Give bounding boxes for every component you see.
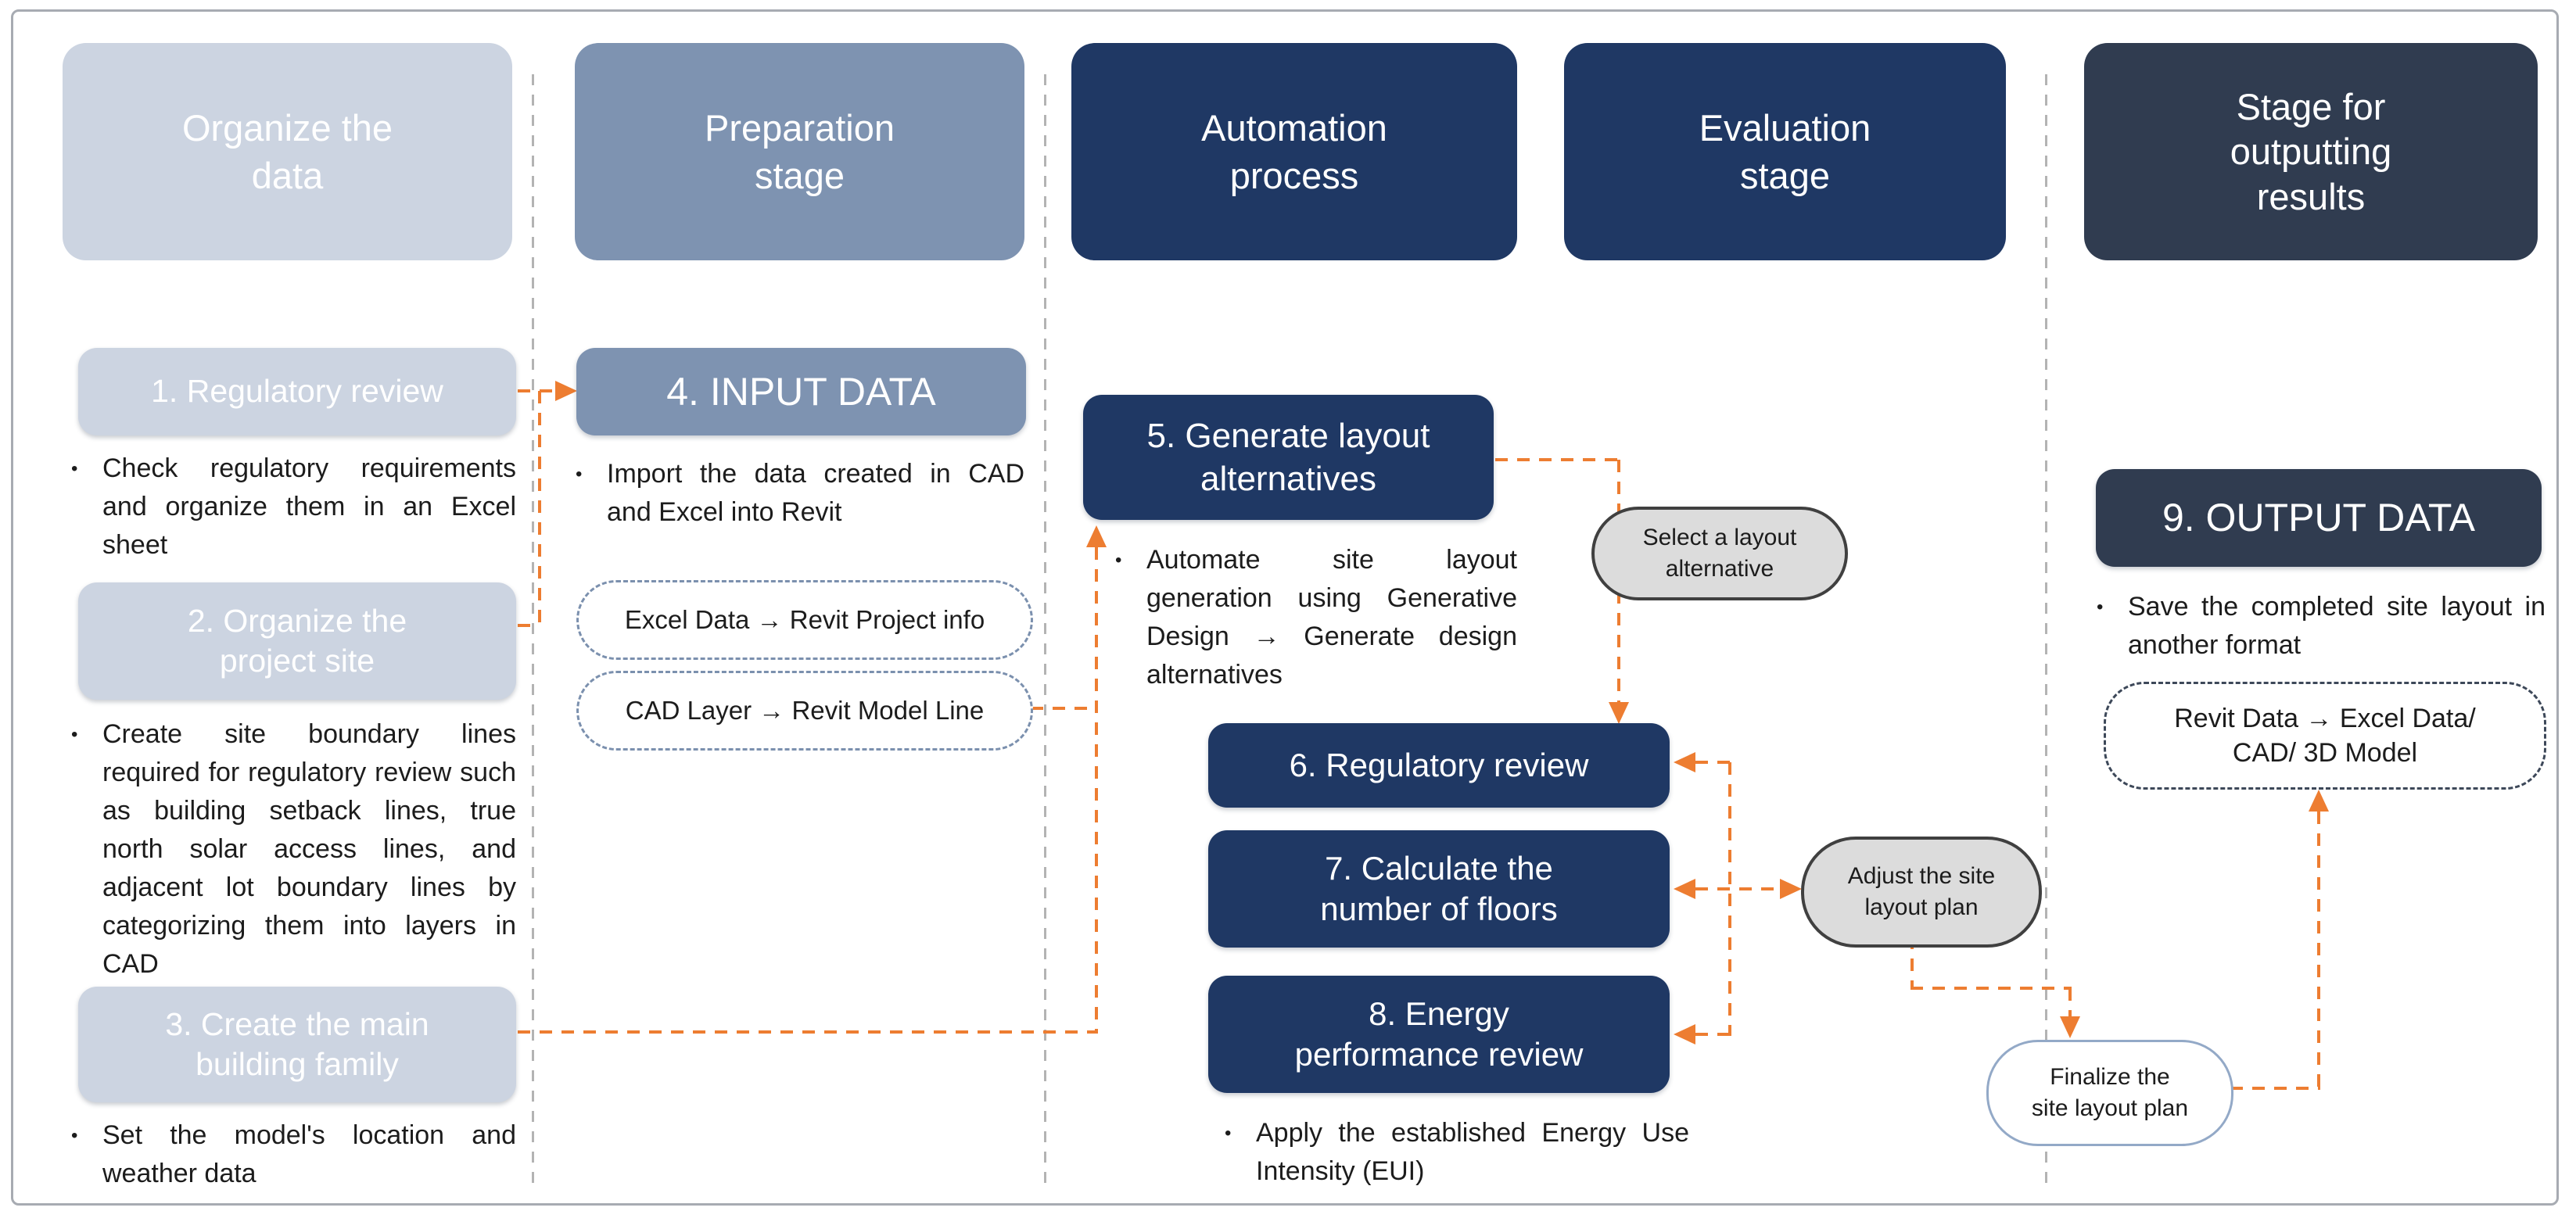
bullet-text: Import the data created in CAD and Excel… <box>607 459 1024 527</box>
connector-step8-feedback <box>1695 1033 1731 1036</box>
column-header-preparation: Preparation stage <box>575 43 1024 260</box>
bullet-text: Save the completed site layout in anothe… <box>2128 592 2546 660</box>
mapping-pill-cad-to-revit: CAD Layer → Revit Model Line <box>576 671 1033 751</box>
connector-adjust-horizontal <box>1910 987 2072 990</box>
connector-step3-vertical <box>1095 547 1098 1034</box>
connector-finalize-horizontal <box>2230 1087 2320 1090</box>
bullet-icon: • <box>2097 597 2104 618</box>
column-header-organize-data: Organize the data <box>63 43 512 260</box>
arrowhead-right-step4-icon <box>555 381 577 401</box>
mapping-pill-revit-export: Revit Data → Excel Data/ CAD/ 3D Model <box>2104 682 2546 790</box>
column-separator-2 <box>1044 74 1046 1192</box>
step-box-7-calculate-floors: 7. Calculate the number of floors <box>1208 830 1670 948</box>
arrowhead-down-step6-icon <box>1609 702 1629 724</box>
arrowhead-up-output-icon <box>2309 790 2329 812</box>
bullet-icon: • <box>71 458 78 479</box>
bullet-icon: • <box>1115 550 1122 571</box>
column-header-output-stage: Stage for outputting results <box>2084 43 2538 260</box>
diagram-border <box>11 9 2559 1206</box>
connector-output-vertical <box>2317 812 2320 1090</box>
column-separator-3 <box>2045 74 2047 1192</box>
bullet-text: Automate site layout generation using Ge… <box>1146 545 1517 690</box>
step-2-description: • Create site boundary lines required fo… <box>66 715 516 984</box>
step-box-5-generate-layouts: 5. Generate layout alternatives <box>1083 395 1494 520</box>
bullet-icon: • <box>1225 1123 1232 1144</box>
step-box-3-building-family: 3. Create the main building family <box>78 987 516 1102</box>
bullet-text: Set the model's location and weather dat… <box>102 1120 516 1188</box>
step-8-description: • Apply the established Energy Use Inten… <box>1220 1114 1689 1191</box>
connector-finalize-down <box>2068 988 2072 1018</box>
step-box-4-input-data: 4. INPUT DATA <box>576 348 1026 435</box>
bullet-text: Apply the established Energy Use Intensi… <box>1256 1118 1689 1186</box>
bullet-icon: • <box>71 1125 78 1146</box>
step-4-description: • Import the data created in CAD and Exc… <box>571 455 1024 532</box>
connector-step7-feedback <box>1695 887 1783 890</box>
step-3-description: • Set the model's location and weather d… <box>66 1116 516 1193</box>
decision-pill-finalize-plan: Finalize the site layout plan <box>1986 1040 2233 1146</box>
bullet-icon: • <box>576 464 583 485</box>
connector-step2-tick <box>518 624 540 627</box>
connector-step2-trunk <box>538 391 541 627</box>
step-5-description: • Automate site layout generation using … <box>1110 541 1517 694</box>
arrowhead-down-finalize-icon <box>2060 1016 2080 1038</box>
arrowhead-left-step8-icon <box>1674 1024 1695 1044</box>
column-header-evaluation: Evaluation stage <box>1564 43 2006 260</box>
arrowhead-up-step5-icon <box>1086 525 1107 547</box>
decision-pill-select-layout: Select a layout alternative <box>1591 507 1848 600</box>
connector-evaluation-trunk <box>1728 762 1731 1036</box>
bullet-icon: • <box>71 724 78 745</box>
bullet-text: Create site boundary lines required for … <box>102 719 516 979</box>
step-box-1-regulatory-review: 1. Regulatory review <box>78 348 516 435</box>
decision-pill-adjust-plan: Adjust the site layout plan <box>1801 837 2042 948</box>
arrowhead-right-adjust-icon <box>1780 879 1802 899</box>
step-box-6-regulatory-review: 6. Regulatory review <box>1208 723 1670 808</box>
connector-adjust-down <box>1910 937 1914 990</box>
step-box-2-organize-site: 2. Organize the project site <box>78 582 516 700</box>
connector-step3-horizontal <box>518 1030 1096 1034</box>
step-9-description: • Save the completed site layout in anot… <box>2092 588 2546 665</box>
connector-cad-pill-horizontal <box>1031 707 1098 710</box>
column-separator-1 <box>532 74 534 1192</box>
column-header-automation: Automation process <box>1071 43 1517 260</box>
bullet-text: Check regulatory requirements and organi… <box>102 453 516 560</box>
connector-step5-horizontal <box>1495 458 1620 461</box>
mapping-pill-excel-to-revit: Excel Data → Revit Project info <box>576 580 1033 660</box>
step-box-9-output-data: 9. OUTPUT DATA <box>2096 469 2542 567</box>
connector-step6-feedback <box>1695 761 1731 764</box>
arrowhead-left-step6-icon <box>1674 752 1695 772</box>
arrowhead-left-step7-icon <box>1674 879 1695 899</box>
step-1-description: • Check regulatory requirements and orga… <box>66 450 516 564</box>
step-box-8-energy-review: 8. Energy performance review <box>1208 976 1670 1093</box>
